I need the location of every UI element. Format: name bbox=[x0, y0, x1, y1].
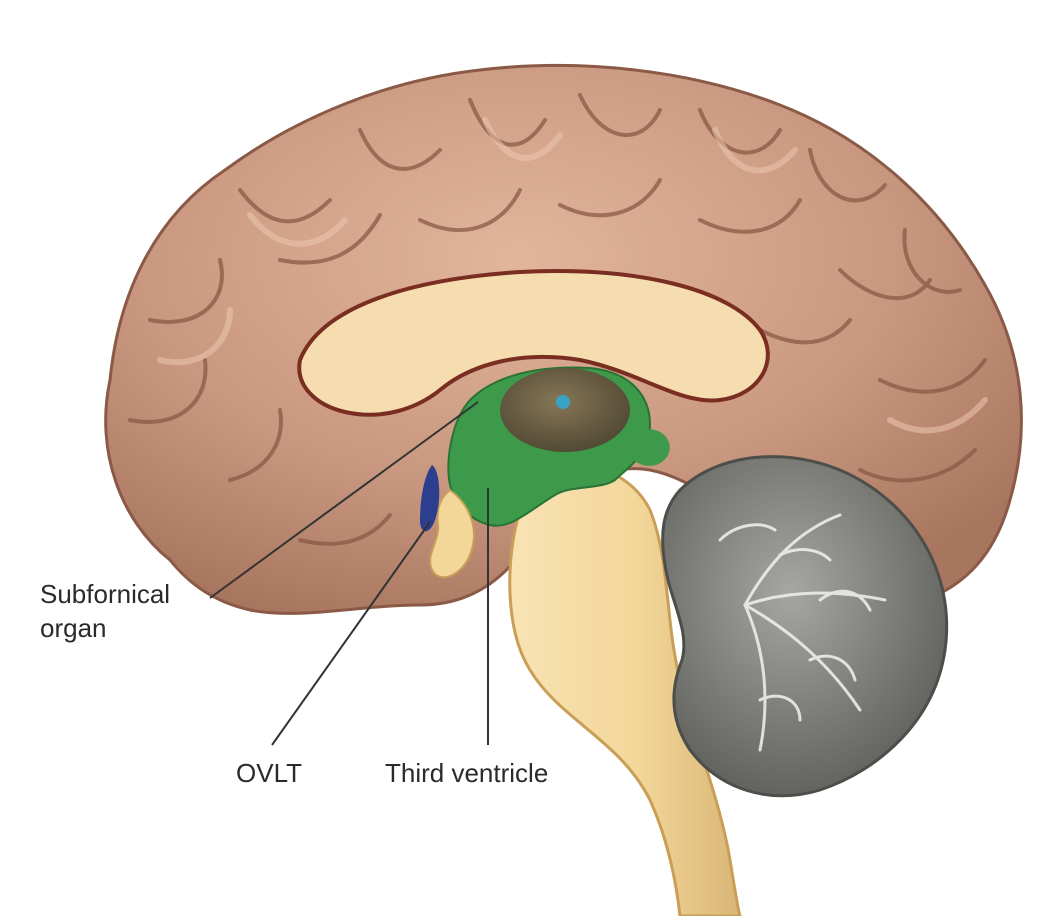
ventricle-extension bbox=[632, 429, 670, 466]
interthalamic-adhesion bbox=[556, 395, 570, 409]
pointer-subfornical bbox=[209, 401, 479, 599]
label-subfornical-organ-line1: Subfornical bbox=[40, 579, 171, 609]
cortex-sulci bbox=[128, 93, 987, 546]
label-third-ventricle: Third ventricle bbox=[385, 758, 549, 788]
pointer-lines bbox=[209, 401, 489, 746]
cerebellum bbox=[661, 455, 949, 798]
thalamus bbox=[500, 368, 630, 452]
cerebellum-folia bbox=[718, 513, 887, 752]
ovlt-region bbox=[420, 465, 440, 532]
pointer-ovlt bbox=[271, 521, 431, 746]
cortex-highlights bbox=[157, 117, 988, 434]
label-ovlt: OVLT bbox=[236, 758, 302, 788]
hypothalamus bbox=[429, 488, 475, 579]
brainstem bbox=[508, 462, 742, 916]
corpus-callosum bbox=[297, 269, 770, 417]
label-subfornical-organ-line2: organ bbox=[40, 613, 107, 643]
